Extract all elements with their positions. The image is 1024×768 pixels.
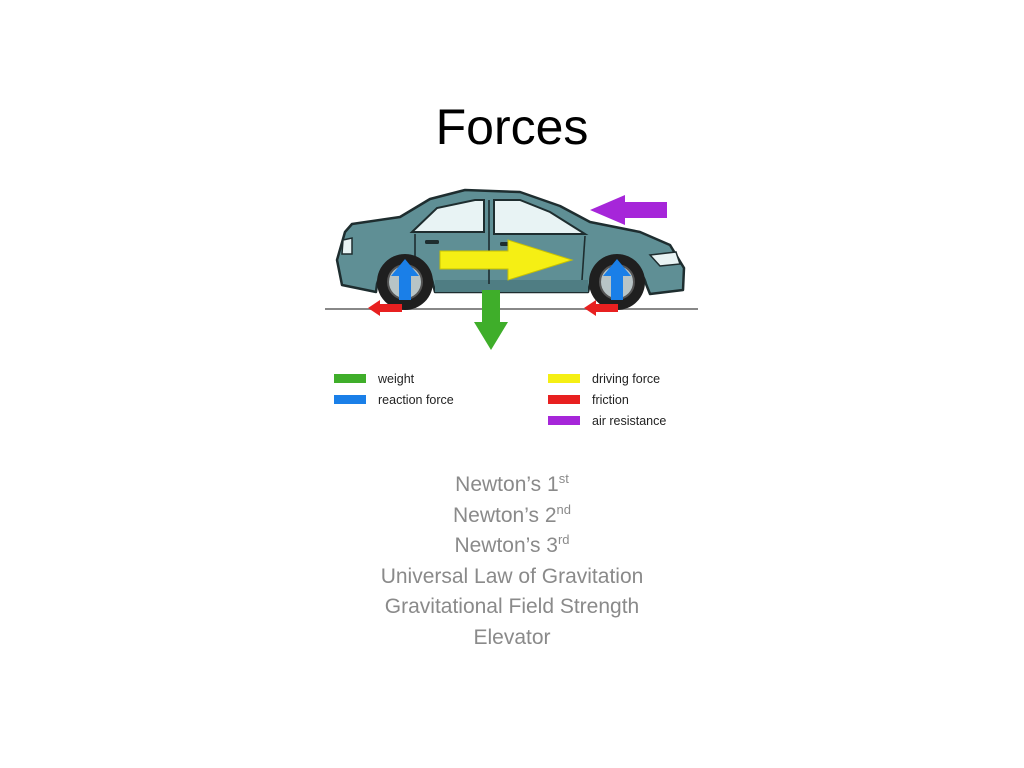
topic-universal-gravitation: Universal Law of Gravitation <box>380 564 644 588</box>
taillight <box>341 237 353 255</box>
car-forces-diagram: weight reaction force driving force fric… <box>325 188 698 428</box>
topic-newtons-third: Newton’s 3rd <box>454 532 570 558</box>
rear-window <box>409 199 485 233</box>
legend-label-driving-force: driving force <box>592 372 660 386</box>
reaction-force-arrow-front <box>603 259 631 300</box>
legend-swatch-friction <box>548 395 580 404</box>
legend-label-weight: weight <box>377 372 415 386</box>
topic-elevator: Elevator <box>473 625 551 649</box>
reaction-force-arrow-rear <box>391 259 419 300</box>
front-window <box>493 199 589 235</box>
friction-arrow-rear <box>368 300 402 316</box>
topic-newtons-first: Newton’s 1st <box>455 471 569 496</box>
slide-title: Forces <box>435 99 589 155</box>
legend-label-air-resistance: air resistance <box>592 414 666 428</box>
air-resistance-arrow <box>590 195 667 225</box>
legend-swatch-driving-force <box>548 374 580 383</box>
door-handle-rear <box>425 240 439 244</box>
legend: weight reaction force driving force fric… <box>334 372 666 428</box>
legend-swatch-air-resistance <box>548 416 580 425</box>
legend-label-friction: friction <box>592 393 629 407</box>
weight-arrow <box>474 290 508 350</box>
driving-force-arrow <box>439 239 574 281</box>
legend-swatch-reaction-force <box>334 395 366 404</box>
headlight <box>648 251 682 267</box>
legend-label-reaction-force: reaction force <box>378 393 454 407</box>
topic-field-strength: Gravitational Field Strength <box>384 595 640 619</box>
topic-newtons-second: Newton’s 2nd <box>453 501 571 527</box>
legend-swatch-weight <box>334 374 366 383</box>
door-line-front <box>581 235 586 281</box>
topic-list: Newton’s 1st Newton’s 2nd Newton’s 3rd U… <box>0 470 1024 654</box>
car-sill <box>435 280 588 292</box>
friction-arrow-front <box>584 300 618 316</box>
